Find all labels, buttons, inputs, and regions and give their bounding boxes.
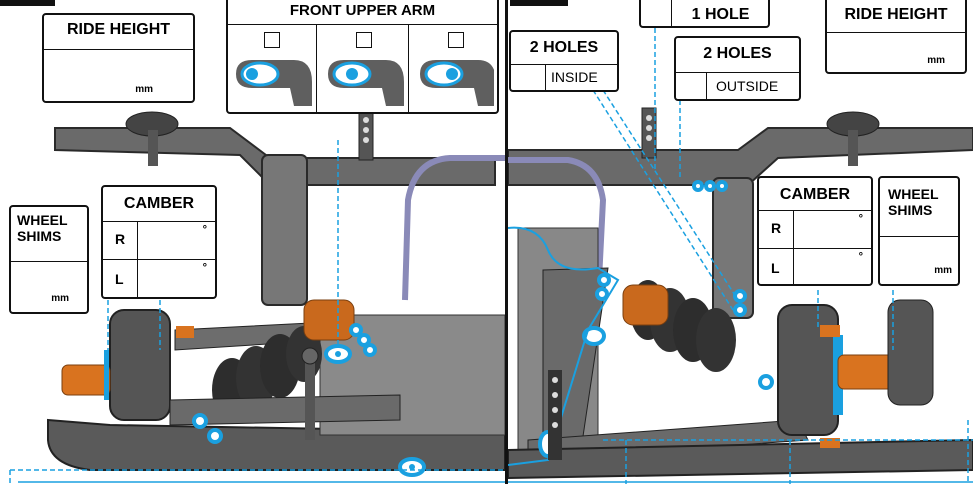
- arm-option-3-icon: [420, 60, 494, 106]
- camber-right-divider-top: [759, 210, 871, 211]
- two-holes-outside-box: 2 HOLES OUTSIDE: [674, 36, 801, 101]
- camber-row-l: L: [115, 271, 124, 287]
- front-upper-arm-divider: [228, 24, 497, 25]
- camber-right-row-r: R: [771, 220, 782, 236]
- two-holes-inside-title: 2 HOLES: [529, 39, 599, 56]
- camber-divider-top: [103, 221, 215, 222]
- camber-right-divider-mid: [759, 248, 871, 249]
- wheel-shims-right-unit: mm: [934, 265, 952, 276]
- option-2-checkbox[interactable]: [356, 32, 372, 48]
- camber-box-left: CAMBER R L ° °: [101, 185, 217, 299]
- front-upper-arm-title: FRONT UPPER ARM: [289, 2, 436, 19]
- wheel-shims-title-right: WHEEL SHIMS: [880, 186, 958, 218]
- wheel-shims-unit: mm: [51, 293, 69, 304]
- two-holes-outside-option: OUTSIDE: [716, 78, 779, 94]
- wheel-shims-right-divider: [880, 236, 958, 237]
- ride-height-unit: mm: [135, 84, 153, 95]
- camber-l-unit: °: [202, 262, 207, 274]
- option-1-checkbox[interactable]: [264, 32, 280, 48]
- camber-right-r-unit: °: [858, 213, 863, 225]
- two-holes-inside-divider: [511, 64, 617, 65]
- front-upper-arm-box: FRONT UPPER ARM: [226, 0, 499, 114]
- arm-option-1-icon: [236, 60, 312, 106]
- arm-option-diagrams: [236, 60, 494, 106]
- ride-height-title: RIDE HEIGHT: [66, 21, 171, 38]
- ride-height-title-right: RIDE HEIGHT: [844, 6, 948, 23]
- two-holes-outside-col: [706, 72, 707, 99]
- camber-divider-mid: [103, 259, 215, 260]
- camber-r-unit: °: [202, 224, 207, 236]
- two-holes-inside-col: [545, 64, 546, 90]
- panel-divider: [505, 0, 508, 484]
- camber-row-r: R: [115, 231, 126, 247]
- ride-height-box-left: RIDE HEIGHT mm: [42, 13, 195, 103]
- left-car-illustration: [9, 111, 505, 484]
- two-holes-inside-box: 2 HOLES INSIDE: [509, 30, 619, 92]
- one-hole-divider: [671, 0, 672, 26]
- one-hole-title: 1 HOLE: [691, 6, 750, 23]
- option-3-checkbox[interactable]: [448, 32, 464, 48]
- wheel-shims-right-line2: SHIMS: [888, 202, 933, 218]
- wheel-shims-title-line2: SHIMS: [17, 228, 62, 244]
- ride-height-divider-right: [827, 32, 965, 33]
- option-divider-1: [316, 24, 317, 112]
- two-holes-inside-option: INSIDE: [551, 69, 598, 85]
- camber-right-l-unit: °: [858, 251, 863, 263]
- wheel-shims-box-right: WHEEL SHIMS mm: [878, 176, 960, 286]
- camber-right-divider-col: [793, 210, 794, 284]
- arm-option-2-icon: [328, 60, 404, 106]
- two-holes-outside-divider: [676, 72, 799, 73]
- camber-right-row-l: L: [771, 260, 780, 276]
- two-holes-outside-title: 2 HOLES: [703, 45, 772, 62]
- wheel-shims-box-left: WHEEL SHIMS mm: [9, 205, 89, 314]
- wheel-shims-title: WHEEL SHIMS: [11, 212, 87, 244]
- camber-divider-col: [137, 221, 138, 297]
- option-divider-2: [408, 24, 409, 112]
- wheel-shims-title-line1: WHEEL: [17, 212, 68, 228]
- top-edge-bar-right: [510, 0, 568, 6]
- wheel-shims-divider: [11, 261, 87, 262]
- ride-height-box-right: RIDE HEIGHT mm: [825, 0, 967, 74]
- camber-title-right: CAMBER: [779, 186, 851, 203]
- wheel-shims-right-line1: WHEEL: [888, 186, 939, 202]
- camber-title: CAMBER: [123, 195, 195, 212]
- camber-box-right: CAMBER R L ° °: [757, 176, 873, 286]
- ride-height-divider: [44, 49, 193, 50]
- one-hole-box: 1 HOLE: [639, 0, 770, 28]
- right-car-illustration: [508, 20, 973, 484]
- ride-height-unit-right: mm: [927, 55, 945, 66]
- top-edge-bar: [0, 0, 55, 6]
